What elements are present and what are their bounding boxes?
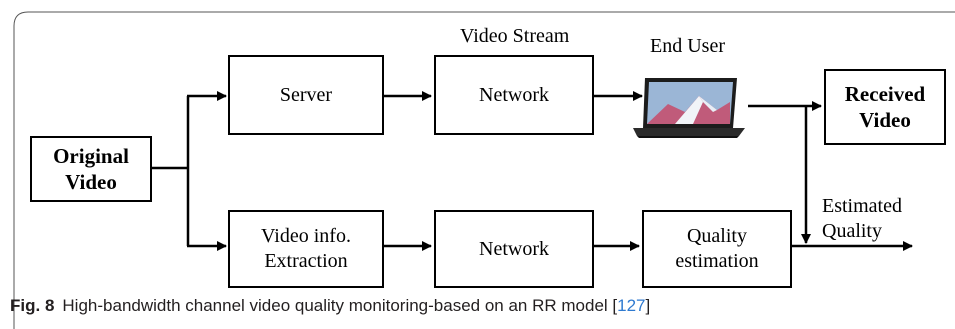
laptop-icon bbox=[633, 78, 745, 138]
estimated-quality-label: Estimated Quality bbox=[822, 195, 902, 242]
end-user-label: End User bbox=[650, 35, 725, 57]
reference-link[interactable]: 127 bbox=[617, 296, 646, 315]
caption-closing: ] bbox=[645, 296, 651, 315]
quality-estimation-node: Quality estimation bbox=[642, 210, 792, 288]
frame-border bbox=[13, 11, 955, 329]
network-top-node: Network bbox=[434, 55, 594, 135]
video-stream-label: Video Stream bbox=[460, 25, 570, 47]
caption-text: High-bandwidth channel video quality mon… bbox=[62, 296, 618, 315]
video-info-extraction-node: Video info. Extraction bbox=[228, 210, 384, 288]
received-video-node: Received Video bbox=[824, 69, 946, 145]
original-video-node: Original Video bbox=[30, 136, 152, 202]
network-bottom-node: Network bbox=[434, 210, 594, 288]
figure-number: Fig. 8 bbox=[10, 296, 55, 315]
server-node: Server bbox=[228, 55, 384, 135]
figure-caption: Fig. 8 High-bandwidth channel video quali… bbox=[10, 296, 650, 316]
